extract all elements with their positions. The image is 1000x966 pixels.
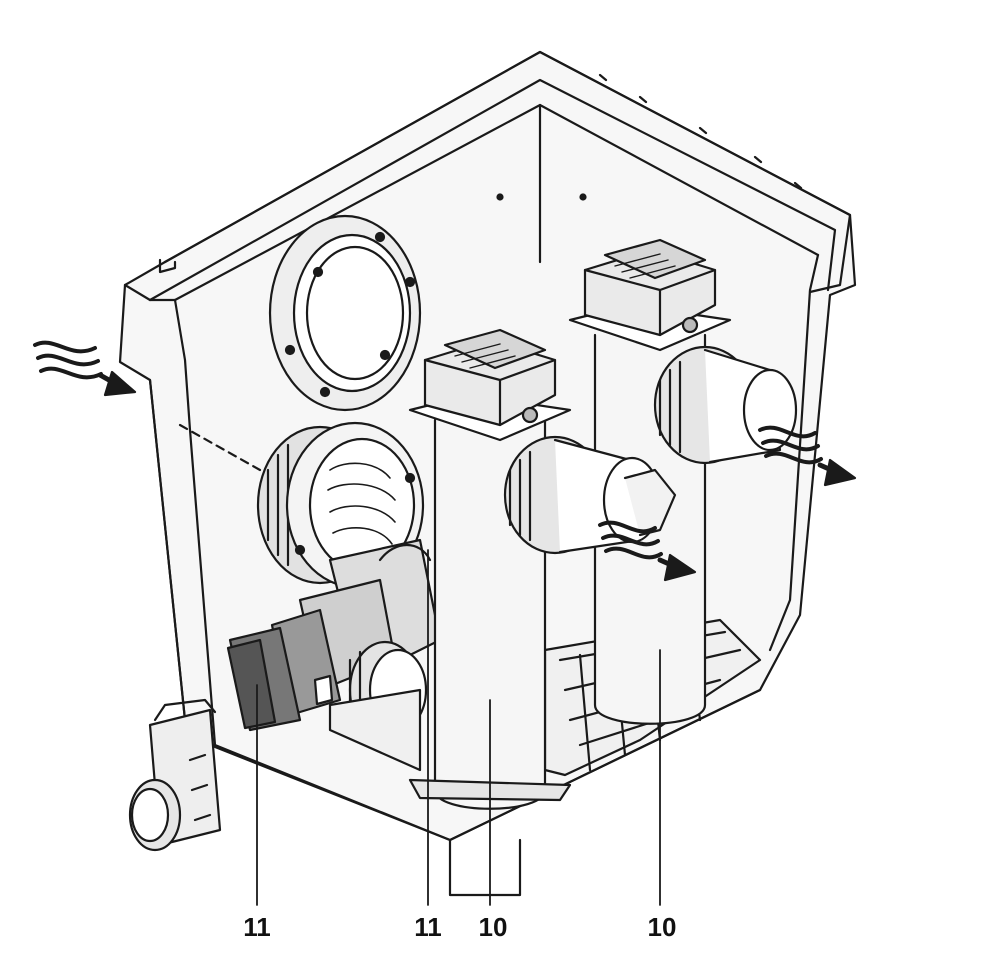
dashed-guide-line <box>178 423 262 472</box>
callout-10-left-cylinder: 10 <box>478 912 508 942</box>
external-slide-valve <box>128 698 222 852</box>
leader-lines <box>256 549 661 906</box>
inlet-flow-arrow <box>33 340 137 397</box>
callout-11-pump-body: 11 <box>414 912 442 942</box>
callout-10-right-cylinder: 10 <box>647 912 677 942</box>
outlet-flow-arrow-right <box>758 425 857 487</box>
callout-11-pump-prefilter: 11 <box>243 912 271 942</box>
upper-port-flange <box>268 214 422 412</box>
outlet-flow-arrow-middle <box>598 520 697 582</box>
